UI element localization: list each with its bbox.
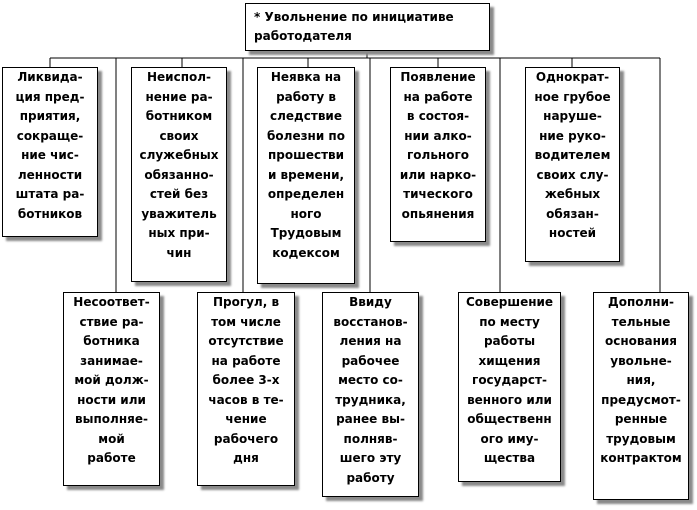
bottom-box-nonconformity: Несоответ- ствие ра- ботника занимае- мо…: [63, 292, 160, 486]
top-box-nonperformance: Неиспол- нение ра- ботником своих служеб…: [131, 67, 227, 282]
bottom-box-truancy: Прогул, в том числе отсутствие на работе…: [197, 292, 295, 486]
bottom-box-additional-grounds: Дополни- тельные основания увольне- ния,…: [593, 292, 689, 500]
top-box-gross-violation: Однократ- ное грубое наруше- ние руко- в…: [525, 67, 620, 262]
top-box-liquidation: Ликвида- ция пред- приятия, сокраще- ние…: [2, 67, 98, 237]
top-box-intoxication: Появление на работе в состоя- нии алко- …: [390, 67, 486, 242]
bottom-box-reinstatement: Ввиду восстанов- ления на рабочее место …: [322, 292, 419, 497]
top-box-absence-illness: Неявка на работу в следствие болезни по …: [257, 67, 355, 284]
root-box: * Увольнение по инициативе работодателя: [245, 3, 490, 51]
bottom-box-theft: Совершение по месту работы хищения госуд…: [458, 292, 561, 482]
